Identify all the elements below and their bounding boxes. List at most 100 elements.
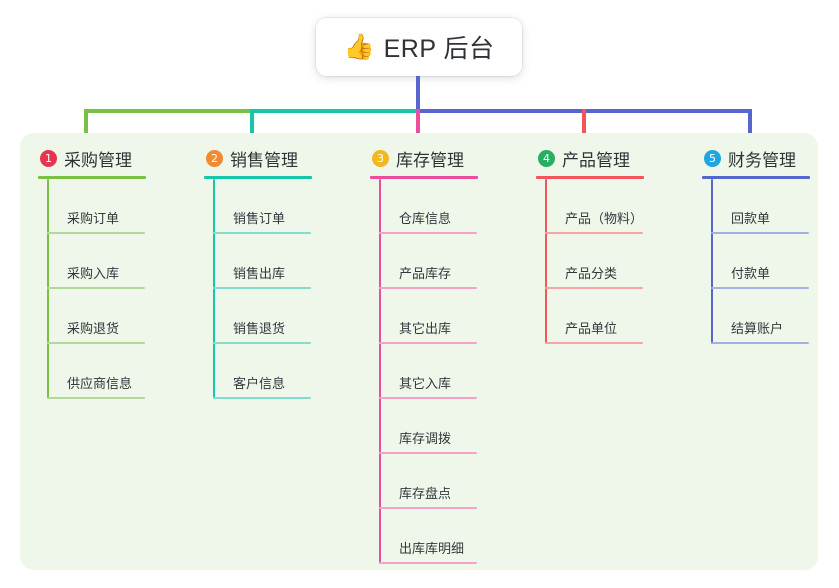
branch-underline bbox=[536, 176, 644, 179]
branch-column-4: 4 产品管理产品（物料） 产品分类产品单位 bbox=[536, 146, 696, 344]
branch-number-badge: 1 bbox=[40, 149, 57, 167]
branch-title: 采购管理 bbox=[64, 150, 132, 170]
branch-leaf[interactable]: 产品分类 bbox=[545, 234, 696, 289]
branch-leaf-label: 销售出库 bbox=[233, 266, 286, 281]
branch-leaf-underline bbox=[379, 562, 477, 564]
branch-leaf-underline bbox=[711, 232, 809, 234]
branch-leaf-underline bbox=[379, 452, 477, 454]
connector-stub-5 bbox=[748, 109, 752, 140]
connector-stub-4 bbox=[582, 109, 586, 140]
branch-title: 库存管理 bbox=[396, 150, 464, 170]
branch-underline bbox=[38, 176, 146, 179]
branch-leaf[interactable]: 仓库信息 bbox=[379, 179, 530, 234]
connector-bus-segment-green bbox=[84, 109, 252, 113]
branch-spine bbox=[47, 179, 49, 399]
branch-leaf[interactable]: 出库库明细 bbox=[379, 509, 530, 564]
branch-leaf-underline bbox=[379, 507, 477, 509]
branch-leaf-underline bbox=[213, 397, 311, 399]
branch-leaf-underline bbox=[711, 287, 809, 289]
branch-leaf-label: 销售退货 bbox=[233, 321, 286, 336]
branch-leaf[interactable]: 库存盘点 bbox=[379, 454, 530, 509]
branch-leaf-label: 回款单 bbox=[731, 211, 771, 226]
branch-title: 产品管理 bbox=[562, 150, 630, 170]
branch-title: 财务管理 bbox=[728, 150, 796, 170]
branch-leaf-label: 仓库信息 bbox=[399, 211, 452, 226]
branch-leaf[interactable]: 产品（物料） bbox=[545, 179, 696, 234]
branch-leaf-label: 采购入库 bbox=[67, 266, 120, 281]
branch-leaf-label: 库存盘点 bbox=[399, 486, 452, 501]
branch-leaf[interactable]: 库存调拨 bbox=[379, 399, 530, 454]
branch-leaf[interactable]: 付款单 bbox=[711, 234, 839, 289]
branch-leaf-label: 其它出库 bbox=[399, 321, 452, 336]
branch-leaf-underline bbox=[545, 232, 643, 234]
branch-underline bbox=[702, 176, 810, 179]
branch-title: 销售管理 bbox=[230, 150, 298, 170]
branch-leaf-label: 产品单位 bbox=[565, 321, 618, 336]
branch-column-1: 1 采购管理采购订单采购入库采购退货供应商信息 bbox=[38, 146, 198, 399]
thumbs-up-icon: 👍 bbox=[343, 32, 375, 61]
branch-header-5[interactable]: 5 财务管理 bbox=[702, 146, 839, 170]
branch-leaf[interactable]: 客户信息 bbox=[213, 344, 364, 399]
branch-header-1[interactable]: 1 采购管理 bbox=[38, 146, 198, 170]
branch-leaf[interactable]: 结算账户 bbox=[711, 289, 839, 344]
branch-leaf-underline bbox=[379, 397, 477, 399]
branch-spine bbox=[213, 179, 215, 399]
branch-column-2: 2 销售管理销售订单销售出库销售退货客户信息 bbox=[204, 146, 364, 399]
branch-leaf[interactable]: 采购退货 bbox=[47, 289, 198, 344]
branch-leaf-underline bbox=[379, 342, 477, 344]
branch-leaf-underline bbox=[47, 342, 145, 344]
branch-leaf-underline bbox=[213, 287, 311, 289]
branch-leaf[interactable]: 产品库存 bbox=[379, 234, 530, 289]
branch-leaf-label: 库存调拨 bbox=[399, 431, 452, 446]
branch-leaf-underline bbox=[545, 287, 643, 289]
branch-leaf-label: 出库库明细 bbox=[399, 541, 465, 556]
branch-leaf-underline bbox=[379, 232, 477, 234]
branch-body: 采购订单采购入库采购退货供应商信息 bbox=[47, 179, 198, 399]
branch-column-5: 5 财务管理回款单付款单结算账户 bbox=[702, 146, 839, 344]
branch-leaf[interactable]: 产品单位 bbox=[545, 289, 696, 344]
branch-leaf-label: 采购订单 bbox=[67, 211, 120, 226]
branch-body: 回款单付款单结算账户 bbox=[711, 179, 839, 344]
branch-leaf-underline bbox=[213, 232, 311, 234]
branch-leaf[interactable]: 销售退货 bbox=[213, 289, 364, 344]
branch-leaf-underline bbox=[545, 342, 643, 344]
branch-leaf-label: 采购退货 bbox=[67, 321, 120, 336]
branch-leaf[interactable]: 其它入库 bbox=[379, 344, 530, 399]
branch-leaf-underline bbox=[379, 287, 477, 289]
branch-leaf-underline bbox=[47, 287, 145, 289]
root-node[interactable]: 👍 ERP 后台 bbox=[316, 18, 522, 76]
connector-bus-segment-teal bbox=[250, 109, 418, 113]
branch-spine bbox=[711, 179, 713, 344]
root-title: ERP 后台 bbox=[383, 35, 495, 63]
branch-leaf-label: 销售订单 bbox=[233, 211, 286, 226]
branch-spine bbox=[545, 179, 547, 344]
branch-leaf[interactable]: 销售订单 bbox=[213, 179, 364, 234]
branch-leaf-label: 产品（物料） bbox=[565, 211, 644, 226]
branch-header-2[interactable]: 2 销售管理 bbox=[204, 146, 364, 170]
branch-leaf-label: 结算账户 bbox=[731, 321, 784, 336]
branch-number-badge: 2 bbox=[206, 149, 223, 167]
branch-leaf[interactable]: 回款单 bbox=[711, 179, 839, 234]
branch-header-4[interactable]: 4 产品管理 bbox=[536, 146, 696, 170]
branch-leaf-underline bbox=[711, 342, 809, 344]
connector-stub-3 bbox=[416, 109, 420, 140]
branch-leaf-underline bbox=[213, 342, 311, 344]
branch-body: 销售订单销售出库销售退货客户信息 bbox=[213, 179, 364, 399]
branch-leaf-label: 产品分类 bbox=[565, 266, 618, 281]
branch-leaf[interactable]: 供应商信息 bbox=[47, 344, 198, 399]
branch-number-badge: 4 bbox=[538, 149, 555, 167]
branch-leaf[interactable]: 采购入库 bbox=[47, 234, 198, 289]
branch-leaf-label: 产品库存 bbox=[399, 266, 452, 281]
branch-number-badge: 5 bbox=[704, 149, 721, 167]
diagram-panel bbox=[20, 133, 818, 570]
branch-leaf[interactable]: 销售出库 bbox=[213, 234, 364, 289]
branch-leaf[interactable]: 采购订单 bbox=[47, 179, 198, 234]
branch-leaf-label: 付款单 bbox=[731, 266, 771, 281]
branch-underline bbox=[370, 176, 478, 179]
branch-leaf[interactable]: 其它出库 bbox=[379, 289, 530, 344]
branch-leaf-label: 客户信息 bbox=[233, 376, 286, 391]
branch-leaf-underline bbox=[47, 397, 145, 399]
